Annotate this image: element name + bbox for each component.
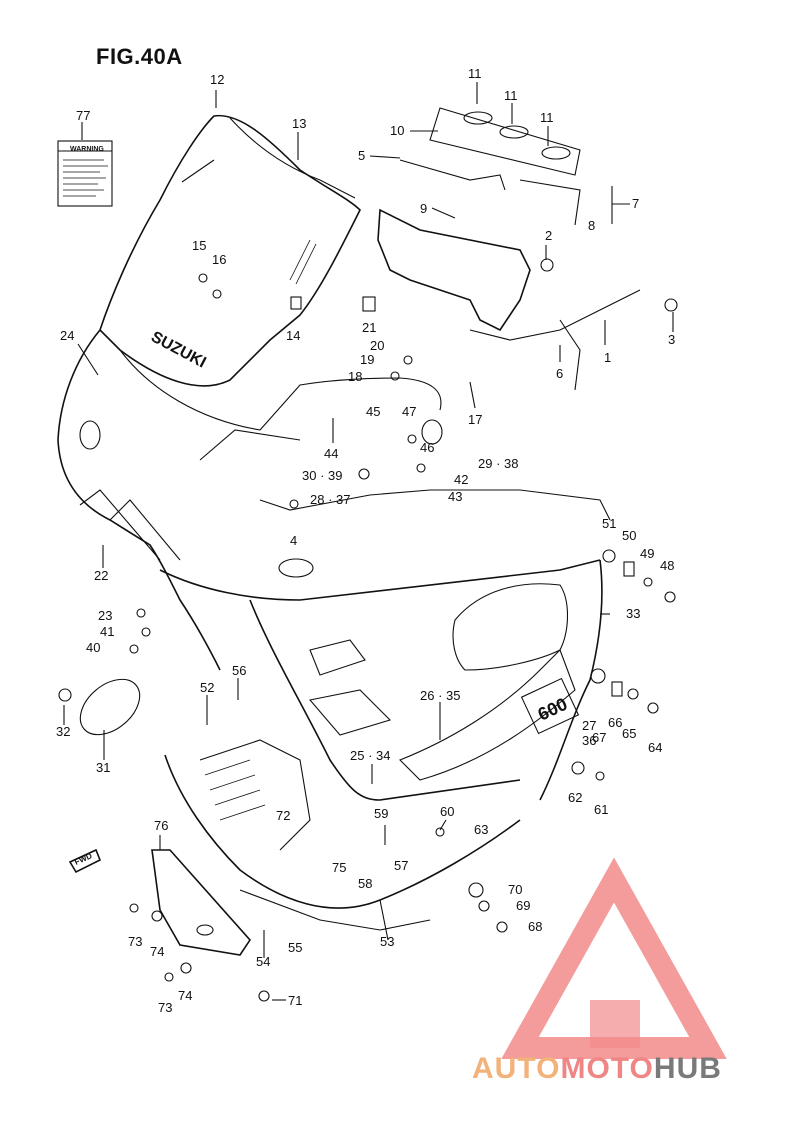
callout-c52: 52	[200, 680, 214, 695]
callout-c71: 71	[288, 993, 302, 1008]
callout-c45: 45	[366, 404, 380, 419]
callout-c2837: 28 · 37	[310, 492, 350, 507]
inner-panel-part	[151, 849, 252, 956]
fwd-arrow: FWD	[68, 848, 102, 874]
callout-c20: 20	[370, 338, 384, 353]
callout-c5: 5	[358, 148, 365, 163]
callout-c11a: 11	[468, 66, 482, 81]
callout-c74a: 74	[150, 944, 164, 959]
hardware-parts	[58, 258, 678, 1002]
callout-c74b: 74	[178, 988, 192, 1003]
callout-c66: 66	[608, 715, 622, 730]
callout-c19: 19	[360, 352, 374, 367]
callout-c3039: 30 · 39	[302, 468, 342, 483]
fairing-bracket-part	[377, 179, 641, 391]
callout-c48: 48	[660, 558, 674, 573]
callout-c49: 49	[640, 546, 654, 561]
callout-c76: 76	[154, 818, 168, 833]
callout-c33: 33	[626, 606, 640, 621]
callout-c22: 22	[94, 568, 108, 583]
callout-c40: 40	[86, 640, 100, 655]
callout-c15: 15	[192, 238, 206, 253]
callout-c43: 43	[448, 489, 462, 504]
callout-c47: 47	[402, 404, 416, 419]
callout-c17: 17	[468, 412, 482, 427]
callout-c54: 54	[256, 954, 270, 969]
callout-c11c: 11	[540, 110, 554, 125]
callout-c21: 21	[362, 320, 376, 335]
callout-c68: 68	[528, 919, 542, 934]
callout-c12: 12	[210, 72, 224, 87]
callout-c9: 9	[420, 201, 427, 216]
callout-c32: 32	[56, 724, 70, 739]
callout-c2: 2	[545, 228, 552, 243]
callout-c2736: 36	[582, 733, 596, 748]
under-cowling-part	[164, 739, 521, 931]
watermark-brand: AUTOMOTOHUB	[472, 1052, 722, 1086]
leader-lines	[63, 82, 674, 1001]
callout-c2635: 26 · 35	[420, 688, 460, 703]
callout-c46: 46	[420, 440, 434, 455]
callout-c57: 57	[394, 858, 408, 873]
callout-c11b: 11	[504, 88, 518, 103]
watermark-logo-triangle	[501, 857, 727, 1059]
callout-c77: 77	[76, 108, 90, 123]
callout-c65: 65	[622, 726, 636, 741]
watermark-part-moto: MOTO	[560, 1052, 654, 1085]
callout-c44: 44	[324, 446, 338, 461]
callout-c24: 24	[60, 328, 74, 343]
callout-c59: 59	[374, 806, 388, 821]
figure-title: FIG.40A	[96, 44, 183, 69]
callout-c63: 63	[474, 822, 488, 837]
grommet-part	[79, 678, 141, 736]
callout-c7: 7	[632, 196, 639, 211]
windscreen-logo: SUZUKI	[148, 329, 209, 372]
callout-c23: 23	[98, 608, 112, 623]
callout-c70: 70	[508, 882, 522, 897]
callout-c3: 3	[668, 332, 675, 347]
callout-c72: 72	[276, 808, 290, 823]
watermark-part-auto: AUTO	[472, 1052, 561, 1085]
callout-c64: 64	[648, 740, 662, 755]
callout-c10: 10	[390, 123, 404, 138]
windscreen-part: SUZUKI	[99, 114, 361, 387]
warning-label-part	[57, 122, 113, 207]
callout-c2534: 25 · 34	[350, 748, 390, 763]
callout-c53: 53	[380, 934, 394, 949]
callout-c69: 69	[516, 898, 530, 913]
callout-c73a: 73	[128, 934, 142, 949]
callout-c8: 8	[588, 218, 595, 233]
callout-c58: 58	[358, 876, 372, 891]
callout-c61: 61	[594, 802, 608, 817]
side-decal-part: 600	[399, 649, 580, 781]
watermark-part-hub: HUB	[653, 1052, 722, 1085]
callout-c60: 60	[440, 804, 454, 819]
callout-c6: 6	[556, 366, 563, 381]
callout-c67: 67	[592, 730, 606, 745]
callout-c75: 75	[332, 860, 346, 875]
callout-c13: 13	[292, 116, 306, 131]
callout-c51: 51	[602, 516, 616, 531]
warning-label-title: WARNING	[70, 146, 104, 153]
callout-c56: 56	[232, 663, 246, 678]
callout-c55: 55	[288, 940, 302, 955]
callout-c16: 16	[212, 252, 226, 267]
callout-c2736: 27	[582, 718, 596, 733]
callout-c50: 50	[622, 528, 636, 543]
callout-c2938: 29 · 38	[478, 456, 518, 471]
callout-c14: 14	[286, 328, 300, 343]
callout-c73b: 73	[158, 1000, 172, 1015]
callout-c42: 42	[454, 472, 468, 487]
callout-c31: 31	[96, 760, 110, 775]
callout-c62: 62	[568, 790, 582, 805]
upper-cowling-part	[57, 329, 611, 801]
callout-c4: 4	[290, 533, 297, 548]
callout-c1: 1	[604, 350, 611, 365]
callout-c18: 18	[348, 369, 362, 384]
meter-cover-part	[399, 107, 581, 191]
callout-c41: 41	[100, 624, 114, 639]
